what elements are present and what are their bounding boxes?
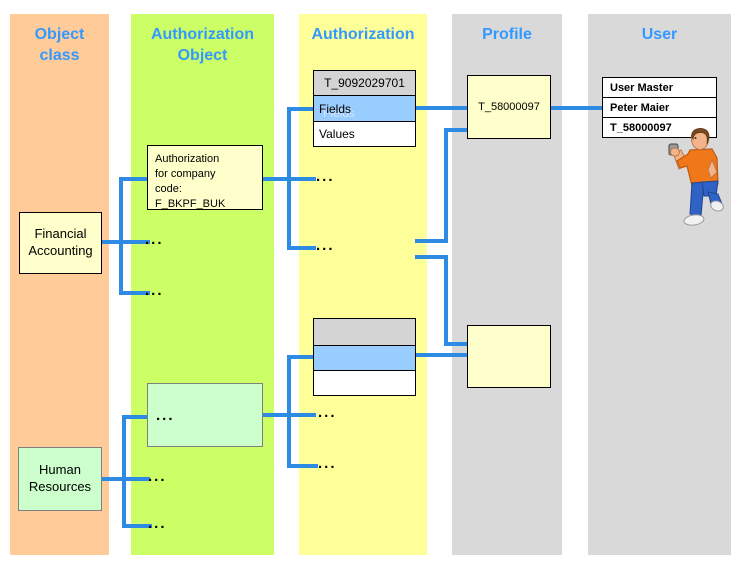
connector-auth2-branch-2 (287, 464, 318, 468)
ellipsis: ... (318, 455, 337, 472)
connector-profile-down (444, 128, 448, 243)
ellipsis: ... (318, 404, 337, 421)
connector-profile-down-start (446, 128, 468, 132)
connector-bigbox-branch (263, 413, 316, 417)
user-table-row-title: User Master (603, 78, 716, 98)
human-resources-box: Human Resources (18, 447, 102, 511)
authorization-object-item-box: Authorization for company code: F_BKPF_B… (147, 145, 263, 210)
connector-profile2-in (446, 342, 468, 346)
ellipsis: ... (156, 406, 175, 424)
ellipsis: ... (148, 515, 167, 532)
running-man-figure (668, 128, 724, 226)
connector-trunk-auth-2 (287, 355, 291, 468)
connector-profile-down-end (415, 239, 448, 243)
authorization-table-2-row-empty (314, 371, 415, 395)
profile-box-empty (467, 325, 551, 388)
column-authorization-object: Authorization Object (131, 14, 274, 555)
column-title-profile: Profile (482, 26, 532, 43)
ellipsis: ... (145, 282, 164, 299)
connector-authbox-branch (263, 177, 316, 181)
ellipsis: ... (316, 237, 335, 254)
authorization-object-placeholder-box: ... (147, 383, 263, 447)
authorization-table-2-header (314, 319, 415, 346)
user-table-row-profile: T_58000097 (610, 121, 672, 134)
user-master-table: User Master Peter Maier T_58000097 (602, 77, 717, 138)
profile-box: T_58000097 (467, 75, 551, 139)
authorization-table-header: T_9092029701 (314, 71, 415, 96)
connector-hr-to-bigbox (122, 415, 148, 419)
connector-table2-to-profile2 (415, 353, 467, 357)
ellipsis: ... (148, 468, 167, 485)
connector-fields-to-profile (415, 106, 467, 110)
connector-fa-to-authbox (119, 177, 148, 181)
connector-auth-branch-2 (287, 246, 316, 250)
column-title-user: User (641, 26, 678, 43)
authorization-table-2 (313, 318, 416, 396)
ellipsis: ... (316, 168, 335, 185)
financial-accounting-box: Financial Accounting (19, 212, 102, 274)
column-title-authorization: Authorization (311, 26, 415, 43)
column-title-object-class: Object class (34, 26, 85, 65)
user-table-row-name: Peter Maier (603, 98, 716, 118)
connector-profile-to-user (550, 106, 602, 110)
column-title-authorization-object: Authorization Object (150, 26, 255, 65)
connector-auth2-to-table (287, 355, 314, 359)
ellipsis: ... (145, 231, 164, 248)
authorization-table-row-fields: Fields (314, 96, 415, 122)
connector-auth-to-fields (287, 107, 314, 111)
connector-trunk-hr (122, 415, 126, 528)
connector-hr-branch-2 (122, 524, 152, 528)
connector-fa-branch-1 (102, 240, 150, 244)
connector-profile2-up-start (415, 255, 448, 259)
connector-fa-branch-2 (119, 291, 150, 295)
connector-hr-branch-1 (102, 477, 150, 481)
connector-profile2-down (444, 255, 448, 346)
authorization-table: T_9092029701 Fields Values (313, 70, 416, 147)
connector-trunk-fa (119, 177, 123, 295)
authorization-table-row-values: Values (319, 127, 355, 141)
authorization-table-2-row-selected (314, 346, 415, 371)
